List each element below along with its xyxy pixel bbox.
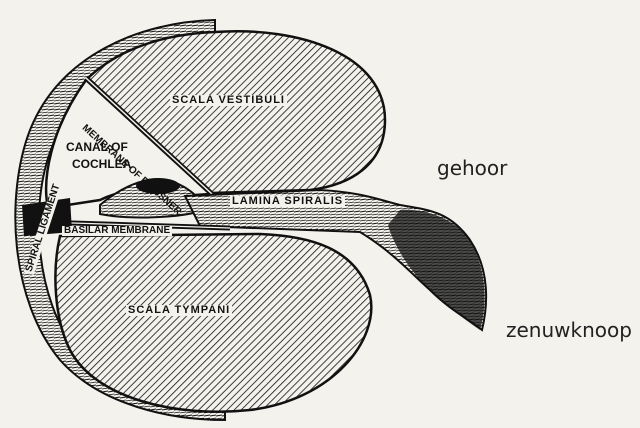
label-scala-vestibuli: SCALA VESTIBULI [170,95,287,106]
annotation-zenuwknoop: zenuwknoop [506,318,632,342]
spiral-ganglion [388,210,485,330]
annotation-gehoor: gehoor [437,156,507,180]
label-canal-of-cochlea-line2: COCHLEA [70,158,133,170]
scala-tympani-region [55,234,371,412]
label-lamina-spiralis: LAMINA SPIRALIS [230,196,345,207]
label-canal-of-cochlea-line1: CANAL OF [64,141,130,153]
label-scala-tympani: SCALA TYMPANI [126,305,232,316]
label-basilar-membrane: BASILAR MEMBRANE [62,226,172,236]
